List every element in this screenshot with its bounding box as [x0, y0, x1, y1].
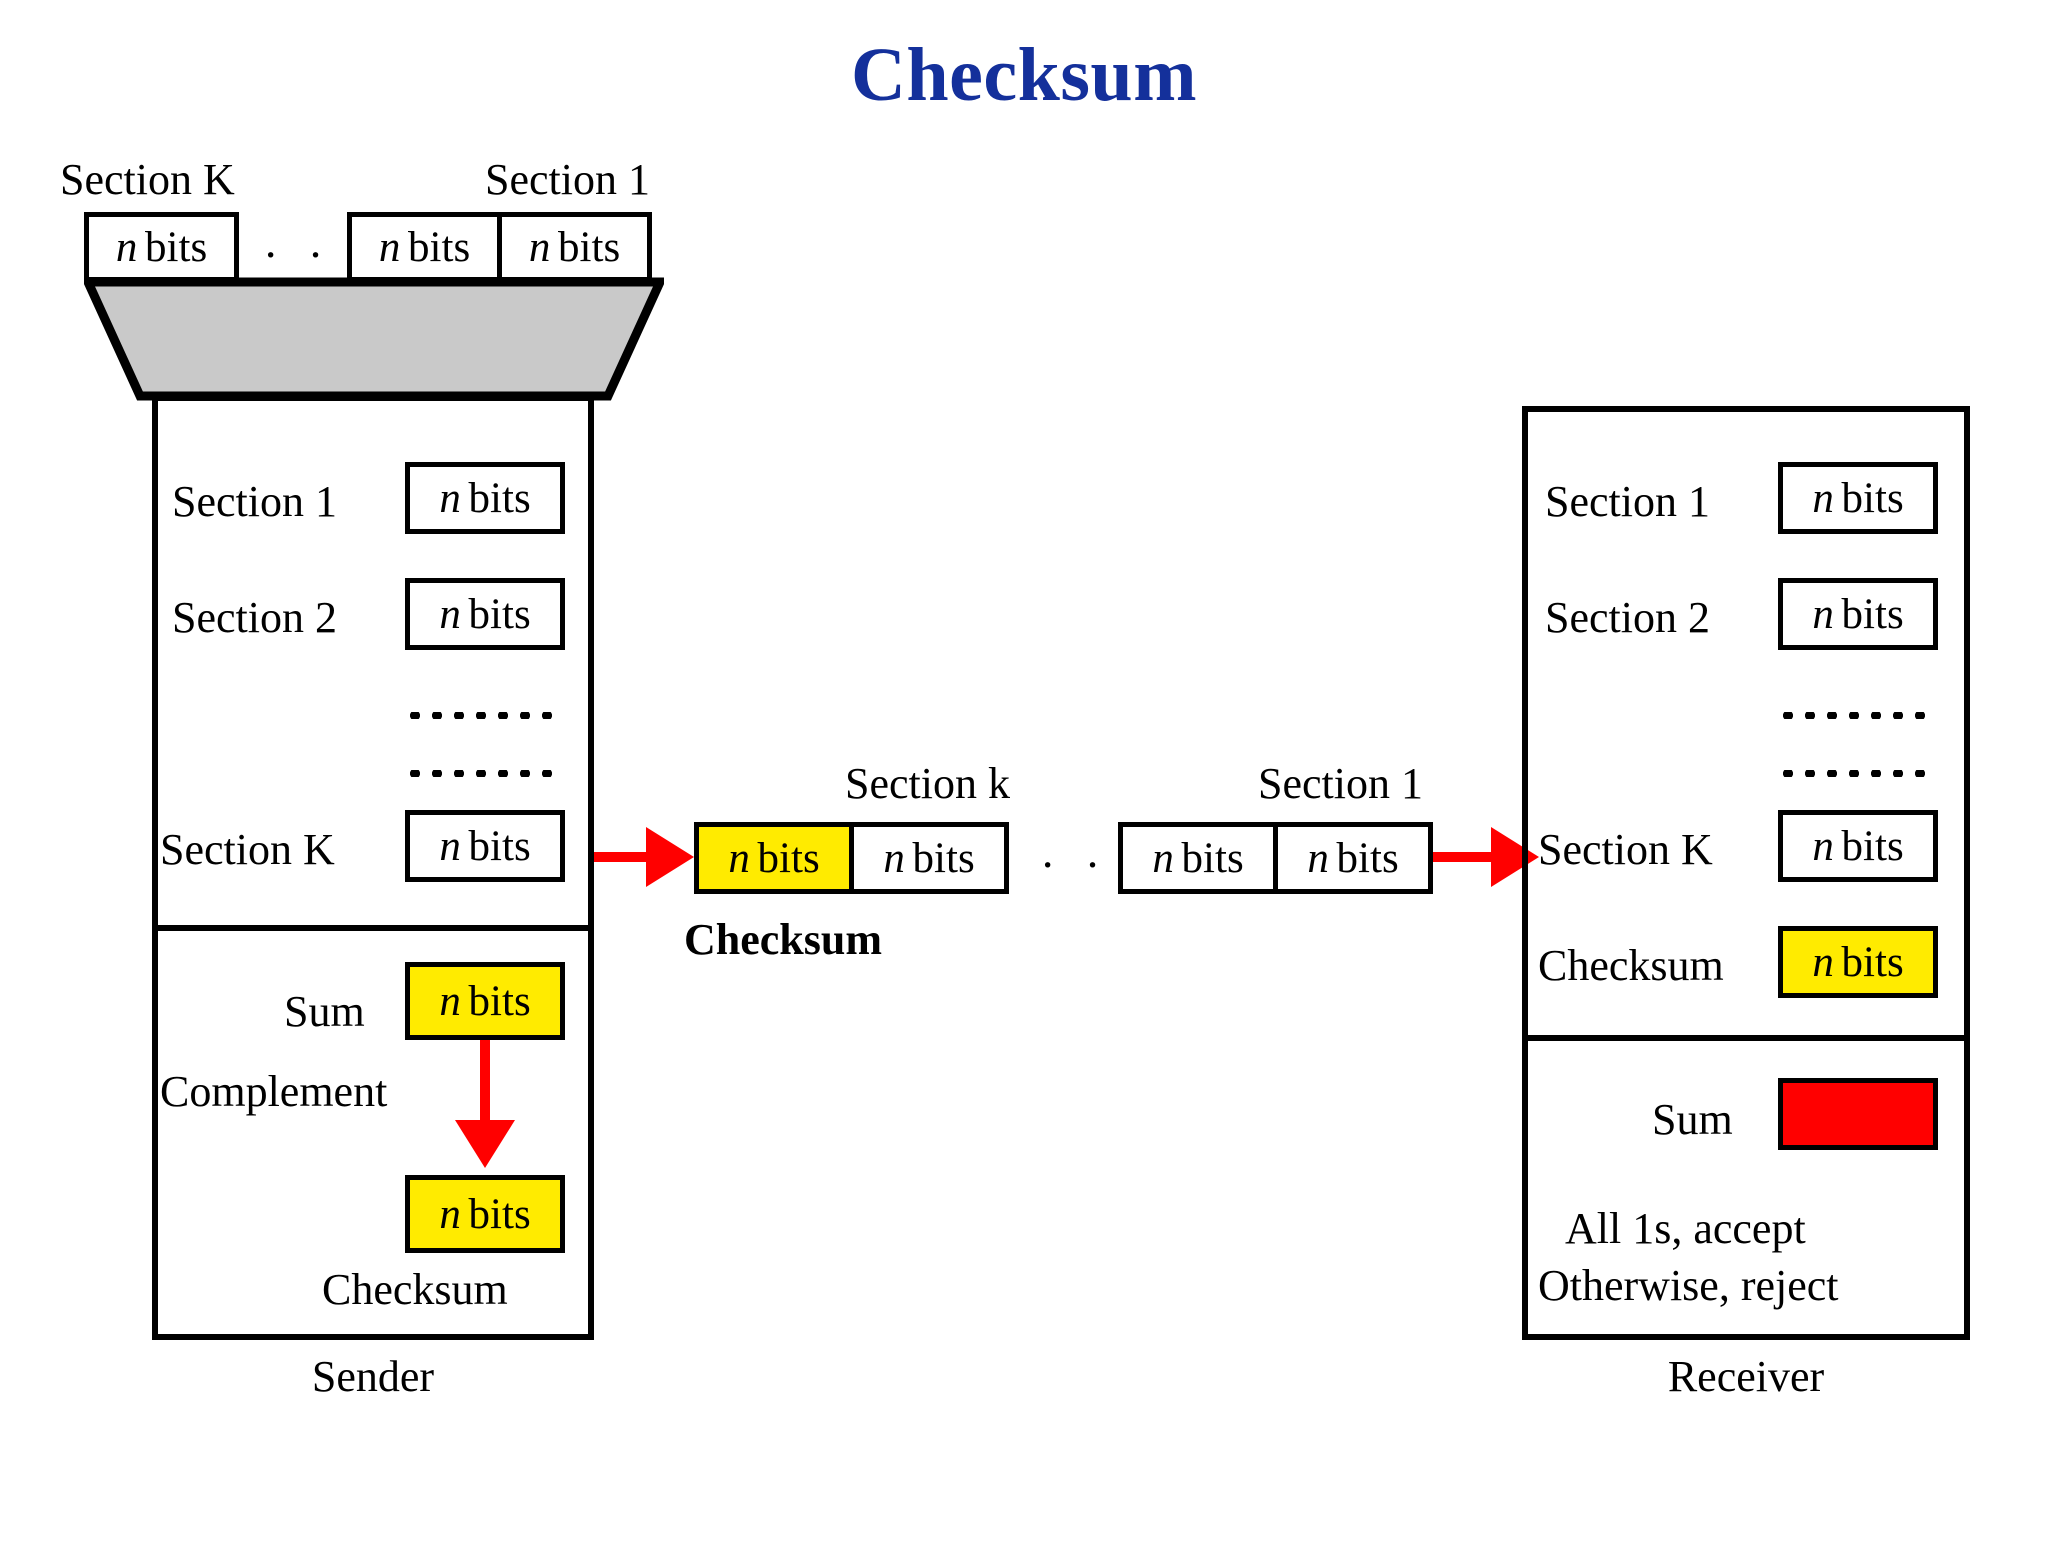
sender-caption: Sender	[311, 1352, 435, 1401]
bits-text: bits	[468, 977, 531, 1025]
n-italic: n	[1812, 938, 1834, 986]
source-strip-header-section-1: Section 1	[485, 155, 650, 204]
n-italic: n	[728, 834, 750, 882]
n-italic: n	[439, 1190, 461, 1238]
bits-text: bits	[1841, 474, 1904, 522]
sender-complement-label: Complement	[160, 1067, 388, 1116]
n-italic: n	[1812, 590, 1834, 638]
complement-arrow	[455, 1040, 515, 1170]
n-italic: n	[1812, 822, 1834, 870]
transmitted-group-1-header: Section 1	[1258, 759, 1423, 808]
receiver-verdict-line-1: All 1s, accept	[1565, 1204, 1806, 1253]
bits-text: bits	[558, 223, 621, 271]
sender-row-label-section-2: Section 2	[172, 593, 337, 642]
receiver-dots-row-2	[1777, 770, 1937, 777]
sender-panel	[152, 395, 594, 1340]
n-italic: n	[439, 474, 461, 522]
n-italic: n	[1812, 474, 1834, 522]
n-italic: n	[115, 223, 138, 271]
sender-dots-row-2	[404, 770, 564, 777]
transmitted-checksum-label: Checksum	[684, 915, 883, 964]
funnel-shape	[84, 277, 664, 401]
sender-dots-row-1	[404, 712, 564, 719]
sender-checksum-label: Checksum	[322, 1265, 508, 1314]
receiver-panel	[1522, 406, 1970, 1340]
bits-text: bits	[1841, 822, 1904, 870]
link-to-receiver-arrow	[1433, 822, 1543, 892]
receiver-dots-row-1	[1777, 712, 1937, 719]
sender-to-link-arrow	[594, 822, 699, 892]
sender-row-label-section-k: Section K	[160, 825, 335, 874]
bits-text: bits	[1181, 834, 1244, 882]
sender-row-label-section-1: Section 1	[172, 477, 337, 526]
n-italic: n	[378, 223, 401, 271]
receiver-sum-cell	[1778, 1078, 1938, 1150]
sender-sum-label: Sum	[284, 987, 365, 1036]
bits-text: bits	[468, 1190, 531, 1238]
bits-text: bits	[1841, 938, 1904, 986]
transmitted-group-k-header: Section k	[845, 759, 1010, 808]
n-italic: n	[528, 223, 551, 271]
n-italic: n	[883, 834, 905, 882]
bits-text: bits	[1336, 834, 1399, 882]
n-italic: n	[439, 977, 461, 1025]
n-italic: n	[439, 590, 461, 638]
n-italic: n	[439, 822, 461, 870]
bits-text: bits	[468, 474, 531, 522]
receiver-sum-label: Sum	[1652, 1095, 1733, 1144]
bits-text: bits	[1841, 590, 1904, 638]
bits-text: bits	[468, 822, 531, 870]
bits-text: bits	[408, 223, 471, 271]
receiver-caption: Receiver	[1667, 1352, 1825, 1401]
receiver-verdict-line-2: Otherwise, reject	[1538, 1261, 1839, 1310]
source-strip-header-section-k: Section K	[60, 155, 235, 204]
page-title: Checksum	[850, 33, 1198, 117]
receiver-divider	[1522, 1035, 1970, 1041]
bits-text: bits	[757, 834, 820, 882]
sender-divider	[152, 925, 594, 931]
receiver-row-label-section-k: Section K	[1538, 825, 1713, 874]
receiver-row-label-section-2: Section 2	[1545, 593, 1710, 642]
receiver-row-label-checksum: Checksum	[1538, 941, 1724, 990]
receiver-row-label-section-1: Section 1	[1545, 477, 1710, 526]
bits-text: bits	[912, 834, 975, 882]
bits-text: bits	[468, 590, 531, 638]
n-italic: n	[1152, 834, 1174, 882]
n-italic: n	[1307, 834, 1329, 882]
bits-text: bits	[145, 223, 208, 271]
